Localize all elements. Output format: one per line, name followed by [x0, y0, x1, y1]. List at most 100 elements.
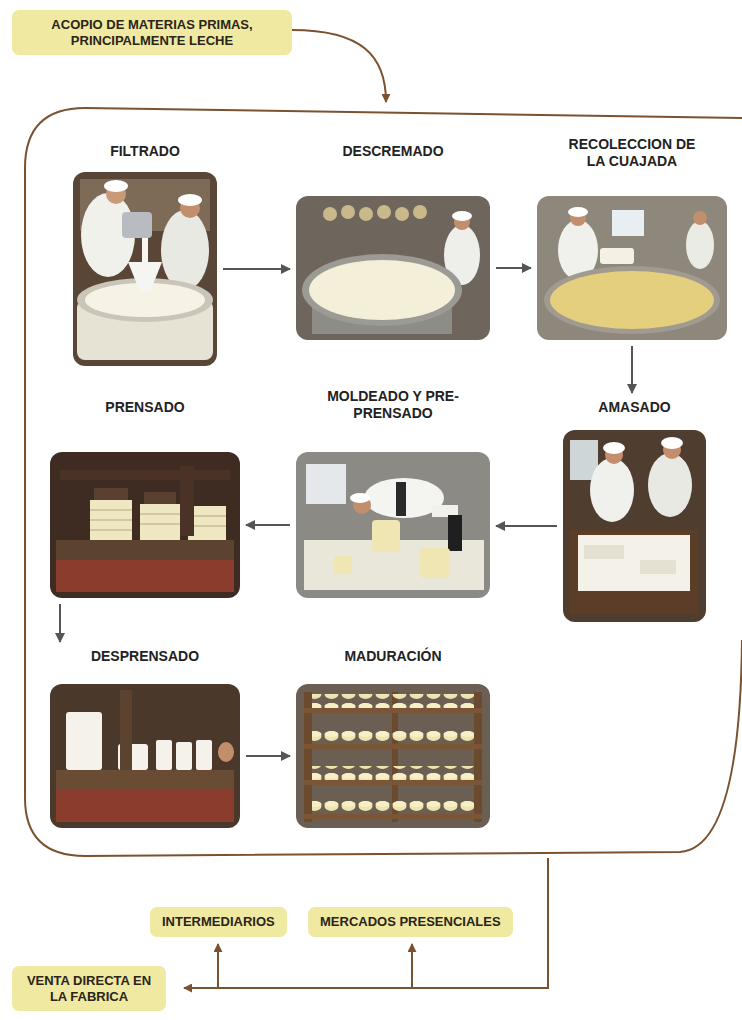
- photo-filtering-part: [128, 262, 162, 292]
- photo-skimming-part: [302, 254, 462, 326]
- photo-molding-part: [306, 464, 346, 504]
- label-box: INTERMEDIARIOS: [150, 907, 287, 937]
- photo-ripening: [296, 684, 490, 828]
- process-step: AMASADO: [563, 399, 706, 622]
- photo-ripening-part: [312, 766, 474, 780]
- step-title: AMASADO: [563, 399, 706, 416]
- photo-ripening-part: [312, 694, 474, 708]
- photo-filtering-part: [161, 210, 209, 290]
- step-title: MADURACIÓN: [296, 648, 490, 665]
- step-title: PRENSADO: [50, 399, 240, 416]
- process-step: DESCREMADO: [296, 143, 490, 340]
- photo-molding-part: [448, 515, 462, 551]
- flow-arrow: [246, 524, 290, 526]
- photo-kneading-part: [648, 453, 692, 517]
- distribution-lines-part: [411, 944, 413, 988]
- process-step: RECOLECCION DE LA CUAJADA: [537, 136, 727, 340]
- photo-ripening-part: [304, 708, 482, 713]
- photo-kneading-part: [563, 430, 706, 622]
- photo-ripening-part: [304, 814, 482, 819]
- photo-curd-collection-part: [544, 266, 720, 334]
- photo-unpressing-part: [66, 712, 102, 770]
- photo-kneading-part: [640, 560, 676, 574]
- step-title: MOLDEADO Y PRE-PRENSADO: [326, 388, 460, 422]
- photo-filtering-part: [73, 172, 217, 366]
- photo-curd-collection-part: [550, 271, 714, 329]
- photo-molding-part: [334, 556, 352, 574]
- photo-curd-collection-part: [693, 211, 707, 225]
- photo-skimming-part: [323, 207, 337, 221]
- photo-kneading-part: [590, 458, 634, 522]
- distribution-lines-part: [217, 944, 219, 988]
- photo-kneading-part: [603, 442, 625, 454]
- photo-curd-collection: [537, 196, 727, 340]
- photo-pressing-part: [94, 488, 128, 500]
- photo-molding-part: [420, 548, 450, 578]
- photo-skimming-part: [395, 207, 409, 221]
- photo-filtering: [73, 172, 217, 366]
- photo-unpressing-part: [56, 770, 234, 790]
- flow-arrow: [496, 267, 531, 269]
- label-text: VENTA DIRECTA EN LA FABRICA: [24, 973, 154, 1004]
- photo-unpressing-part: [218, 742, 234, 762]
- photo-filtering-part: [122, 212, 152, 238]
- supply-arrow-part: [292, 30, 386, 102]
- process-step: MOLDEADO Y PRE-PRENSADO: [296, 388, 490, 598]
- supply-arrow: [292, 30, 386, 102]
- photo-filtering-part: [104, 180, 128, 192]
- photo-curd-collection-part: [568, 207, 588, 217]
- process-step: PRENSADO: [50, 399, 240, 598]
- flow-arrow: [59, 604, 61, 642]
- photo-skimming-part: [359, 207, 373, 221]
- photo-pressing: [50, 452, 240, 598]
- label-text: MERCADOS PRESENCIALES: [320, 914, 501, 930]
- photo-unpressing: [50, 684, 240, 828]
- label-text: INTERMEDIARIOS: [162, 914, 275, 930]
- photo-ripening-part: [312, 730, 474, 744]
- photo-pressing-part: [90, 510, 226, 530]
- step-title: RECOLECCION DE LA CUAJADA: [565, 136, 699, 170]
- photo-skimming-part: [296, 196, 490, 340]
- photo-molding-part: [350, 493, 370, 503]
- photo-unpressing-part: [120, 690, 132, 770]
- label-text: ACOPIO DE MATERIAS PRIMAS, PRINCIPALMENT…: [24, 17, 280, 48]
- photo-pressing-part: [50, 452, 240, 598]
- photo-filtering-part: [178, 194, 202, 206]
- process-region-part: [25, 108, 742, 856]
- process-step: FILTRADO: [73, 143, 217, 366]
- photo-molding-part: [296, 452, 490, 598]
- photo-unpressing-part: [156, 740, 172, 770]
- photo-molding: [296, 452, 490, 598]
- photo-pressing-part: [60, 470, 230, 480]
- process-step: DESPRENSADO: [50, 648, 240, 828]
- photo-filtering-part: [142, 238, 148, 262]
- process-region: [25, 108, 742, 856]
- photo-molding-part: [396, 482, 406, 516]
- step-title: DESCREMADO: [296, 143, 490, 160]
- photo-ripening-part: [296, 684, 490, 828]
- photo-skimming: [296, 196, 490, 340]
- photo-pressing-part: [144, 492, 176, 504]
- photo-kneading: [563, 430, 706, 622]
- photo-unpressing-part: [176, 742, 192, 770]
- photo-kneading-part: [578, 535, 690, 591]
- flow-arrow: [631, 346, 633, 393]
- process-step: MADURACIÓN: [296, 648, 490, 828]
- photo-pressing-part: [180, 466, 194, 536]
- photo-kneading-part: [661, 437, 683, 449]
- label-box: VENTA DIRECTA EN LA FABRICA: [12, 966, 166, 1011]
- photo-pressing-part: [140, 504, 180, 540]
- photo-skimming-part: [341, 205, 355, 219]
- photo-kneading-part: [570, 530, 698, 614]
- label-box: MERCADOS PRESENCIALES: [308, 907, 513, 937]
- photo-ripening-part: [304, 744, 482, 749]
- photo-curd-collection-part: [537, 196, 727, 340]
- photo-pressing-part: [56, 540, 234, 560]
- photo-skimming-part: [377, 205, 391, 219]
- photo-unpressing-part: [196, 740, 212, 770]
- photo-curd-collection-part: [600, 248, 634, 264]
- photo-curd-collection-part: [686, 221, 714, 269]
- photo-unpressing-part: [50, 684, 240, 828]
- label-box: ACOPIO DE MATERIAS PRIMAS, PRINCIPALMENT…: [12, 10, 292, 55]
